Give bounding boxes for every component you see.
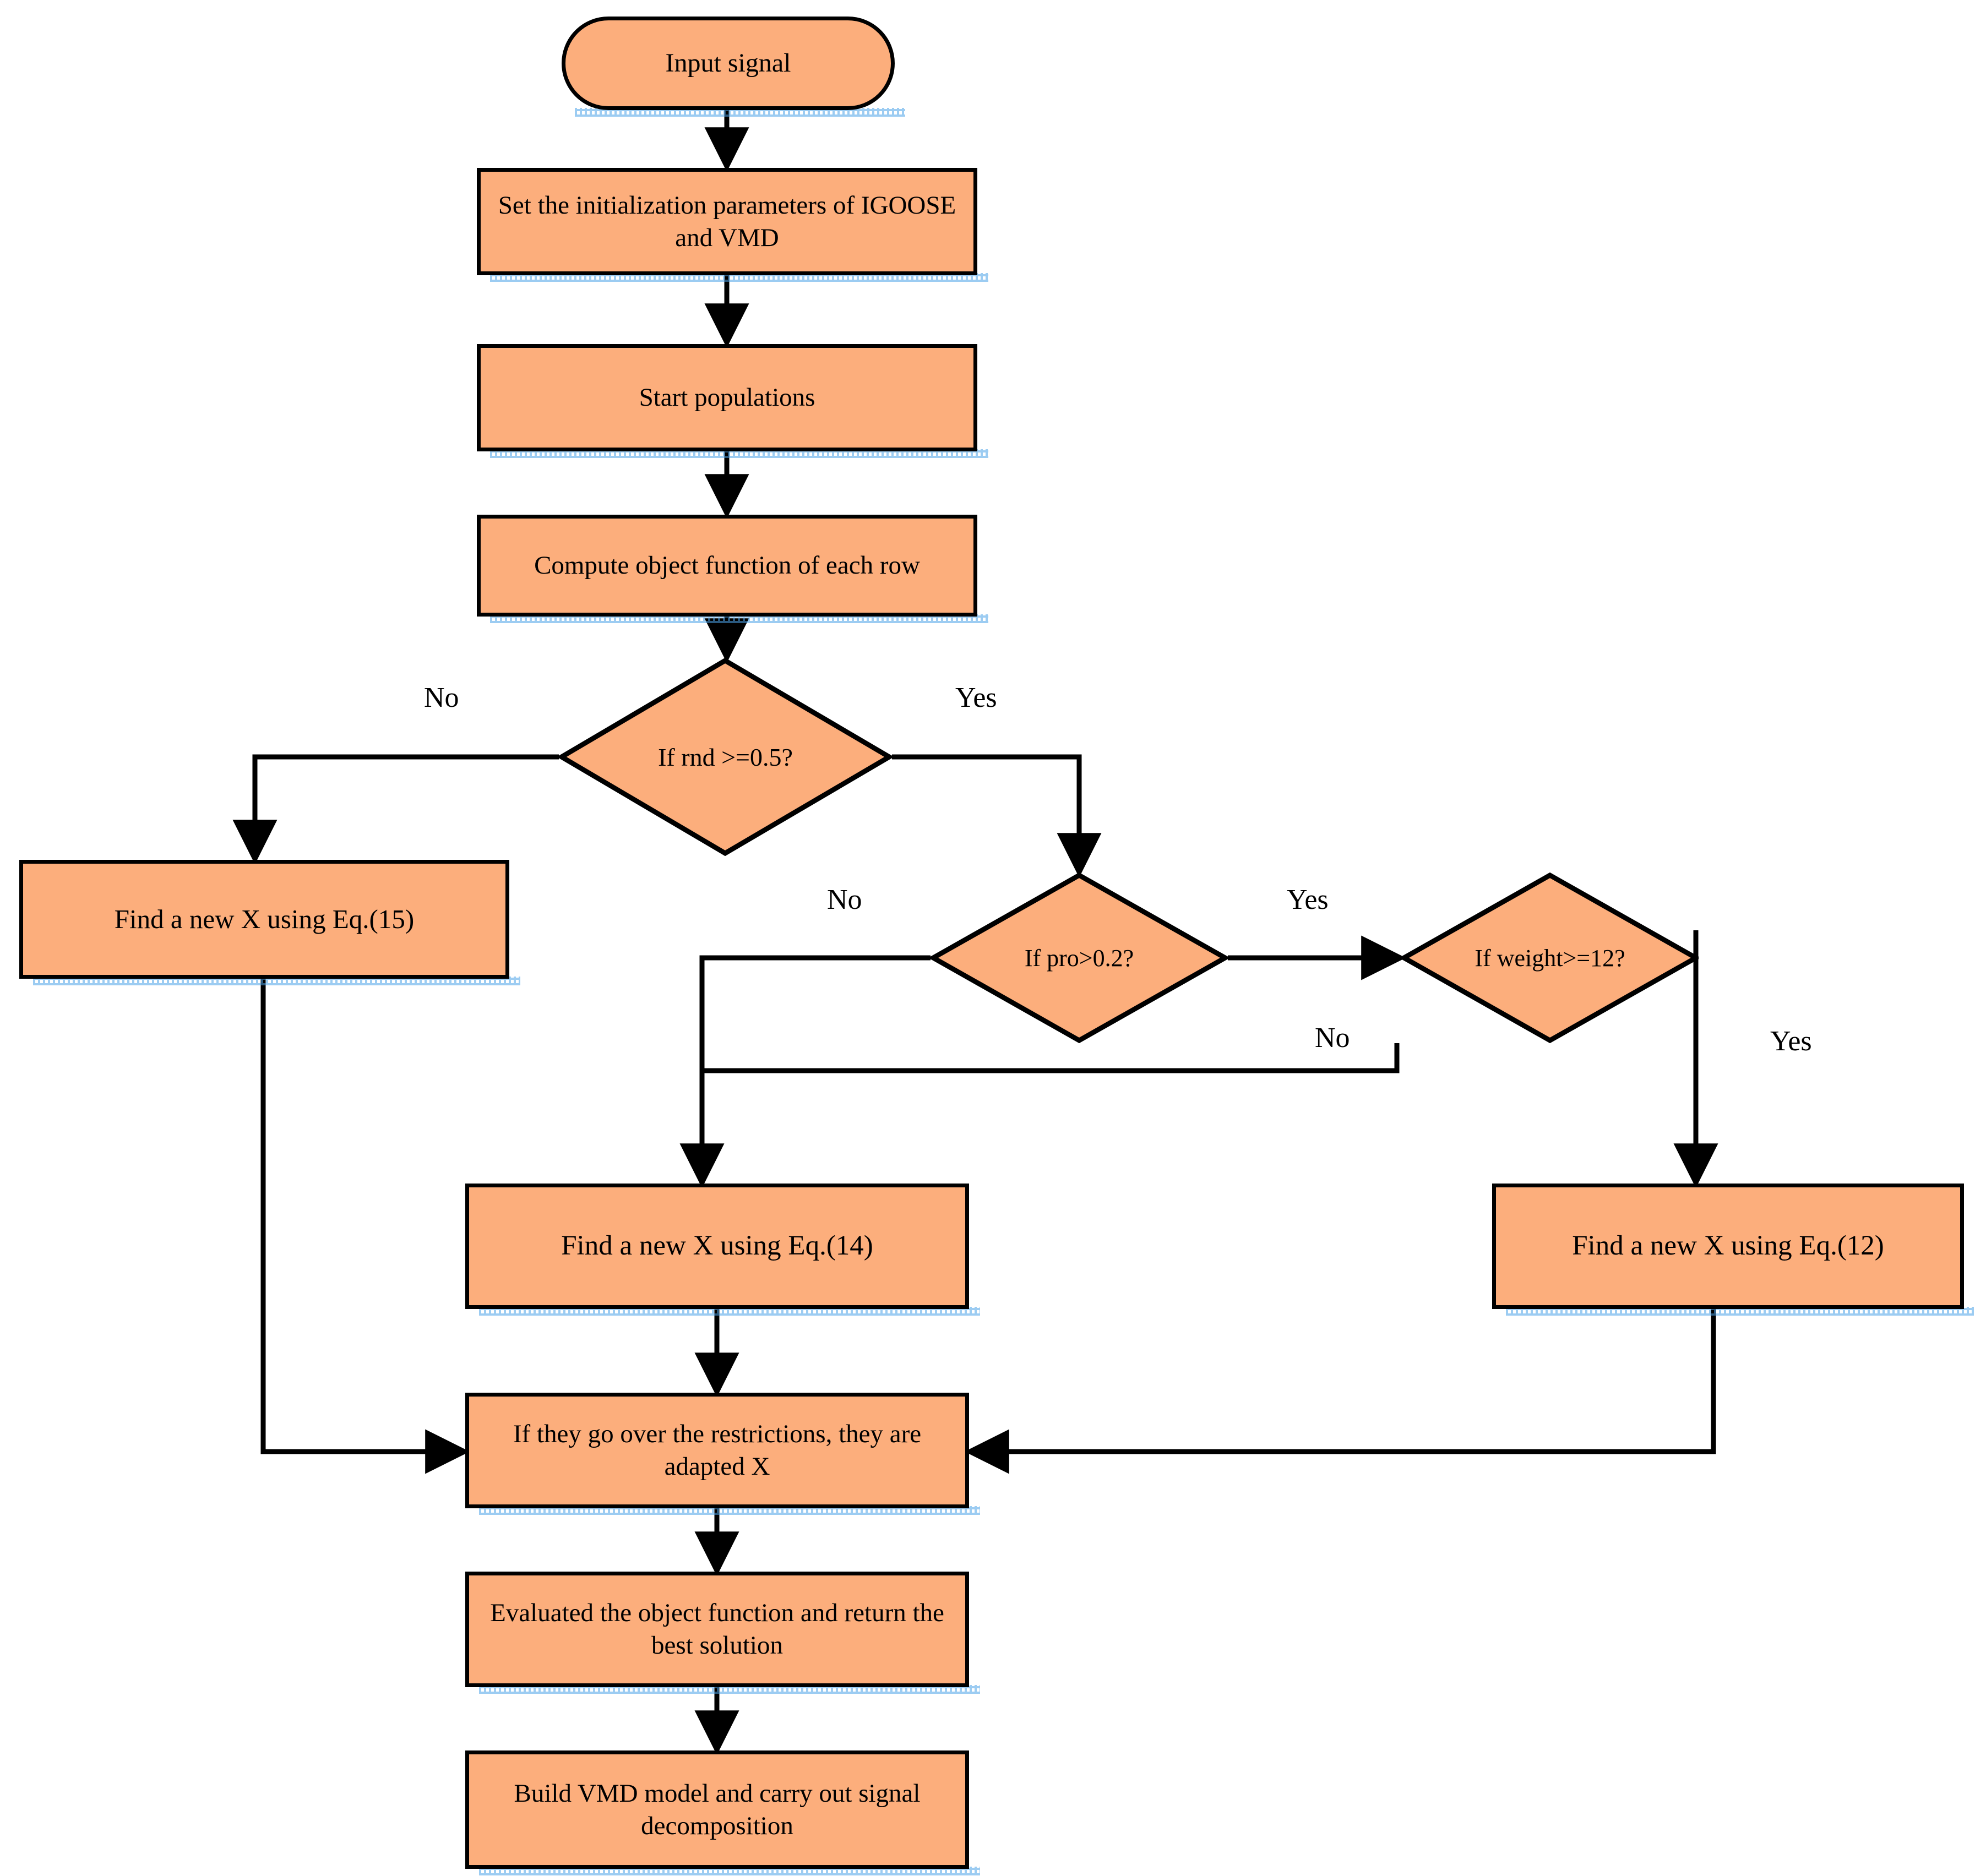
node-label: If pro>0.2? bbox=[1024, 944, 1134, 972]
node-label: Set the initialization parameters of IGO… bbox=[498, 190, 956, 252]
node-if-weight[interactable]: If weight>=12? bbox=[1401, 872, 1699, 1043]
diamond-shape bbox=[1401, 872, 1699, 1043]
node-if-rnd[interactable]: If rnd >=0.5? bbox=[559, 658, 892, 856]
node-start-populations[interactable]: Start populations bbox=[477, 344, 977, 451]
node-evaluate-object-function[interactable]: Evaluated the object function and return… bbox=[465, 1572, 969, 1687]
node-shadow bbox=[490, 449, 988, 458]
node-shadow bbox=[479, 1867, 980, 1875]
node-set-initialization[interactable]: Set the initialization parameters of IGO… bbox=[477, 168, 977, 275]
node-label: Evaluated the object function and return… bbox=[490, 1599, 944, 1660]
node-label: Compute object function of each row bbox=[534, 551, 920, 580]
node-label: If they go over the restrictions, they a… bbox=[513, 1420, 922, 1481]
diamond-shape bbox=[559, 658, 892, 856]
node-shadow bbox=[479, 1506, 980, 1515]
node-restrictions-adapt[interactable]: If they go over the restrictions, they a… bbox=[465, 1393, 969, 1508]
node-label: Start populations bbox=[639, 383, 815, 412]
diamond-shape bbox=[931, 872, 1228, 1043]
node-label: Find a new X using Eq.(12) bbox=[1572, 1230, 1884, 1262]
node-label: Build VMD model and carry out signal dec… bbox=[514, 1779, 921, 1840]
node-build-vmd-model[interactable]: Build VMD model and carry out signal dec… bbox=[465, 1750, 969, 1869]
edge-label-weight-yes: Yes bbox=[1770, 1026, 1812, 1057]
edge-label-pro-no: No bbox=[827, 884, 862, 915]
node-find-x-eq12[interactable]: Find a new X using Eq.(12) bbox=[1492, 1184, 1964, 1309]
node-shadow bbox=[1506, 1307, 1974, 1316]
edge-label-rnd-yes: Yes bbox=[955, 682, 997, 713]
node-label: If rnd >=0.5? bbox=[658, 743, 793, 771]
node-shadow bbox=[33, 977, 520, 985]
node-if-pro[interactable]: If pro>0.2? bbox=[931, 872, 1228, 1043]
node-find-x-eq15[interactable]: Find a new X using Eq.(15) bbox=[19, 860, 509, 979]
edge-label-rnd-no: No bbox=[424, 682, 459, 713]
node-input-signal[interactable]: Input signal bbox=[562, 17, 895, 110]
node-shadow bbox=[490, 273, 988, 282]
edge-label-pro-yes: Yes bbox=[1287, 884, 1329, 915]
node-shadow bbox=[575, 108, 905, 117]
node-compute-object-function[interactable]: Compute object function of each row bbox=[477, 515, 977, 617]
node-shadow bbox=[479, 1307, 980, 1316]
node-label: If weight>=12? bbox=[1475, 944, 1625, 972]
node-label: Find a new X using Eq.(15) bbox=[114, 904, 415, 935]
edge-label-weight-no: No bbox=[1315, 1022, 1350, 1054]
node-find-x-eq14[interactable]: Find a new X using Eq.(14) bbox=[465, 1184, 969, 1309]
node-label: Input signal bbox=[665, 48, 791, 78]
node-shadow bbox=[490, 614, 988, 623]
node-label: Find a new X using Eq.(14) bbox=[561, 1230, 873, 1262]
node-shadow bbox=[479, 1685, 980, 1694]
